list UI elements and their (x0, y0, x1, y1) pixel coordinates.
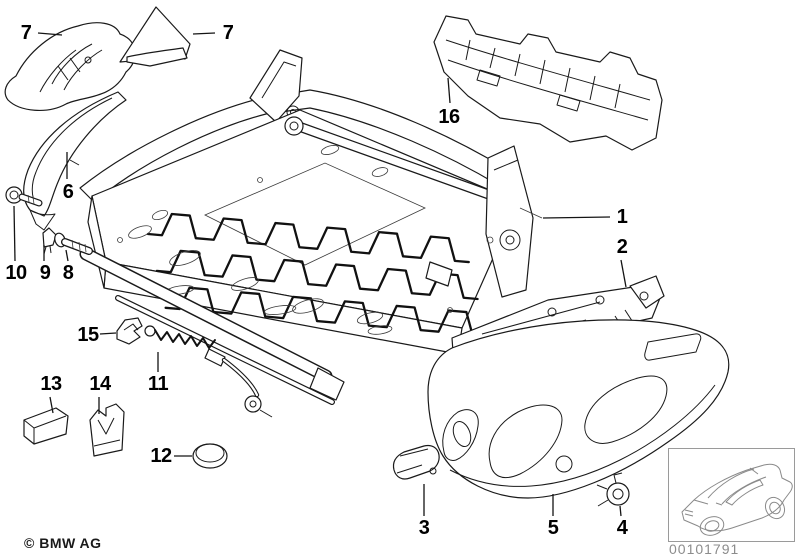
leader-line-15 (99, 332, 117, 335)
callout-7-right[interactable]: 7 (222, 22, 234, 44)
part-14-bracket (89, 403, 125, 457)
callout-10[interactable]: 10 (5, 262, 27, 284)
part-6-strap (23, 91, 127, 231)
callout-1[interactable]: 1 (616, 206, 628, 228)
leader-line-2 (620, 259, 627, 288)
part-3-cap (392, 444, 440, 480)
part-15-clip (116, 317, 143, 345)
part-8-bolt (54, 232, 93, 255)
leader-line-7-left (37, 32, 63, 36)
part-16-carrier (433, 15, 663, 151)
copyright-text: © BMW AG (24, 535, 102, 551)
part-11-cable (144, 325, 273, 418)
part-7-right-gaiter (119, 6, 191, 67)
leader-line-7-right (192, 32, 216, 35)
leader-line-10 (13, 205, 16, 262)
part-13-pad (23, 407, 69, 445)
callout-5[interactable]: 5 (547, 517, 559, 539)
diagram-number: 00101791 (669, 541, 740, 557)
leader-line-1 (542, 216, 611, 219)
part-12-ring (192, 443, 228, 469)
leader-line-8 (65, 249, 69, 262)
leader-lines (13, 32, 627, 517)
callout-13[interactable]: 13 (40, 373, 62, 395)
car-inset (668, 448, 795, 542)
leader-line-4 (619, 505, 622, 517)
callout-8[interactable]: 8 (62, 262, 74, 284)
part-10-bolt (5, 186, 43, 207)
callout-16[interactable]: 16 (438, 106, 460, 128)
callout-6[interactable]: 6 (62, 181, 74, 203)
callout-14[interactable]: 14 (89, 373, 111, 395)
leader-line-16 (447, 77, 451, 104)
leader-line-13 (49, 396, 54, 414)
callout-2[interactable]: 2 (616, 236, 628, 258)
part-4-sensor (596, 472, 630, 507)
car-thumbnail (681, 463, 793, 536)
seat-frame-drawing (79, 49, 543, 405)
part-9-clip (42, 227, 57, 255)
part-7-left-trim (4, 22, 136, 111)
callout-15[interactable]: 15 (77, 324, 99, 346)
callout-3[interactable]: 3 (418, 517, 430, 539)
callout-7-left[interactable]: 7 (20, 22, 32, 44)
callout-11[interactable]: 11 (147, 373, 169, 395)
callout-9[interactable]: 9 (39, 262, 51, 284)
callout-12[interactable]: 12 (150, 445, 172, 467)
callout-4[interactable]: 4 (616, 517, 628, 539)
part-5-trim-panel (427, 319, 730, 499)
